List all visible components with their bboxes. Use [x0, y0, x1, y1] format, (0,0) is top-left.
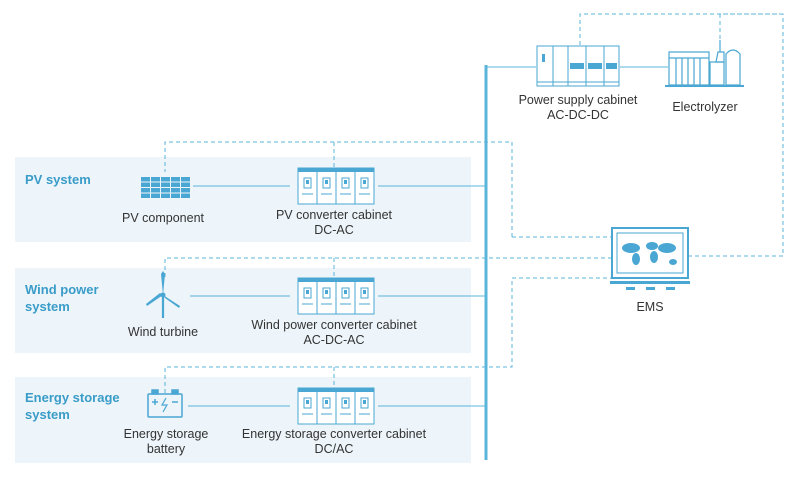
converter-cabinet-icon — [297, 277, 375, 315]
converter-cabinet-icon — [297, 387, 375, 425]
power-supply-cabinet-icon — [536, 45, 620, 87]
wind-converter-label: Wind power converter cabinet AC-DC-AC — [251, 318, 417, 347]
storage-system-title-line2: system — [25, 407, 70, 422]
pv-component-label: PV component — [122, 211, 204, 225]
pv-converter-label: PV converter cabinet DC-AC — [275, 208, 393, 237]
ems-comm-line-pv — [164, 141, 612, 238]
ems-label: EMS — [636, 300, 664, 314]
ems-comm-line-storage — [164, 277, 612, 393]
electrolyzer-icon — [665, 40, 744, 87]
wind-system-panel — [15, 268, 471, 353]
ems-comm-line-top — [579, 13, 784, 257]
pv-system-title: PV system — [25, 171, 91, 188]
battery-icon — [147, 389, 183, 418]
power-supply-label: Power supply cabinet AC-DC-DC — [518, 93, 638, 122]
storage-system-title-line1: Energy storage — [25, 390, 120, 405]
storage-system-title: Energy storage system — [25, 389, 120, 423]
wind-system-title: Wind power system — [25, 281, 99, 315]
ems-comm-line-wind — [164, 257, 612, 280]
storage-converter-label: Energy storage converter cabinet DC/AC — [241, 427, 427, 456]
monitor-icon — [610, 227, 690, 290]
pv-system-title-text: PV system — [25, 172, 91, 187]
converter-cabinet-icon — [297, 167, 375, 205]
wind-system-title-line1: Wind power — [25, 282, 99, 297]
wind-turbine-label: Wind turbine — [127, 325, 199, 339]
pv-system-panel — [15, 157, 471, 242]
battery-label: Energy storage battery — [123, 427, 209, 456]
wind-system-title-line2: system — [25, 299, 70, 314]
solar-panel-icon — [141, 177, 190, 198]
electrolyzer-label: Electrolyzer — [672, 100, 738, 114]
storage-system-panel — [15, 377, 471, 463]
wind-turbine-icon — [146, 271, 180, 318]
